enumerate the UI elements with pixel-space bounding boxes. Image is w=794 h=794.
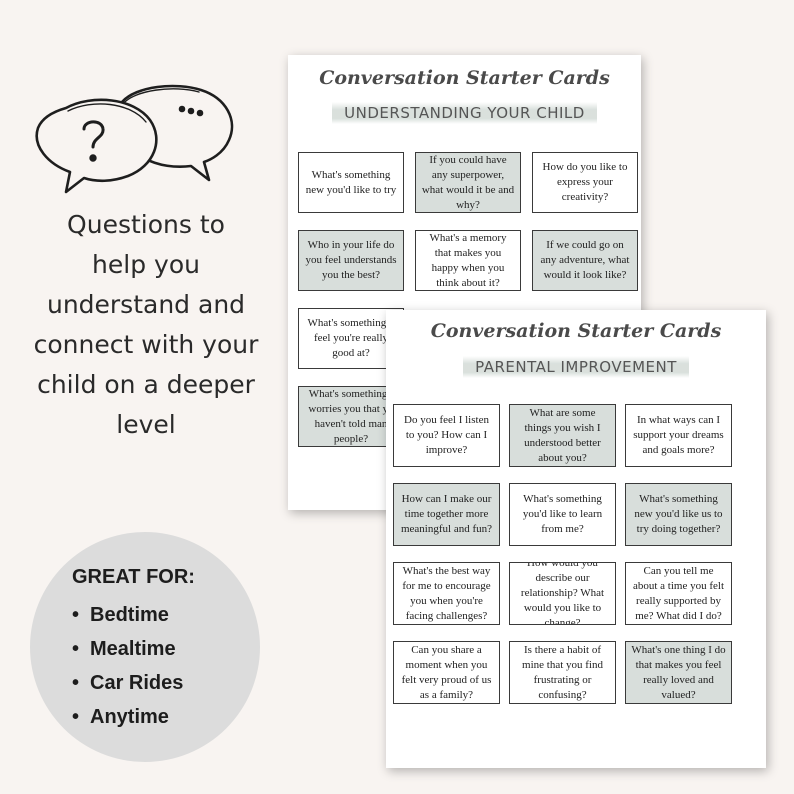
great-for-circle [30,532,260,762]
great-for-item-label: Mealtime [90,638,176,660]
headline-line: Questions to [67,210,225,239]
headline-line: connect with your [33,330,259,359]
sheet-subtitle: UNDERSTANDING YOUR CHILD [332,102,597,124]
question-card: Do you feel I listen to you? How can I i… [393,404,500,467]
question-card: In what ways can I support your dreams a… [625,404,732,467]
sheet-title: Conversation Starter Cards [319,67,610,89]
headline: Questions to help you understand and con… [10,205,282,445]
question-card: Is there a habit of mine that you find f… [509,641,616,704]
question-card: What's something you'd like to learn fro… [509,483,616,546]
question-card: How can I make our time together more me… [393,483,500,546]
question-card: If you could have any superpower, what w… [415,152,521,213]
speech-bubbles-icon [35,84,234,194]
question-card: Who in your life do you feel understands… [298,230,404,291]
great-for-title: GREAT FOR: [72,566,195,588]
question-card: How do you like to express your creativi… [532,152,638,213]
headline-line: help you [92,250,200,279]
great-for-item: •Mealtime [72,638,176,660]
great-for-item-label: Car Rides [90,672,184,694]
great-for-item: •Anytime [72,706,169,728]
question-card: What's one thing I do that makes you fee… [625,641,732,704]
great-for-item-label: Anytime [90,706,169,728]
great-for-item: •Bedtime [72,604,169,626]
question-mark-icon [82,120,105,162]
question-card: Can you share a moment when you felt ver… [393,641,500,704]
great-for-item-label: Bedtime [90,604,169,626]
sheet-subtitle: PARENTAL IMPROVEMENT [463,356,689,378]
question-card: If we could go on any adventure, what wo… [532,230,638,291]
question-card: What's the best way for me to encourage … [393,562,500,625]
question-card: What are some things you wish I understo… [509,404,616,467]
sheet-title: Conversation Starter Cards [430,320,722,342]
question-card: What's a memory that makes you happy whe… [415,230,521,291]
headline-line: level [116,410,176,439]
headline-line: understand and [46,290,246,319]
great-for-item: •Car Rides [72,672,184,694]
card-grid: Do you feel I listen to you? How can I i… [393,404,732,704]
headline-line: child on a deeper [37,370,255,399]
question-card: Can you tell me about a time you felt re… [625,562,732,625]
question-card: What's something new you'd like us to tr… [625,483,732,546]
question-card: How would you describe our relationship?… [509,562,616,625]
great-for-list: GREAT FOR: •Bedtime •Mealtime •Car Rides… [72,566,262,734]
question-card: What's something new you'd like to try [298,152,404,213]
worksheet-parental-improvement: Conversation Starter Cards PARENTAL IMPR… [386,310,766,768]
